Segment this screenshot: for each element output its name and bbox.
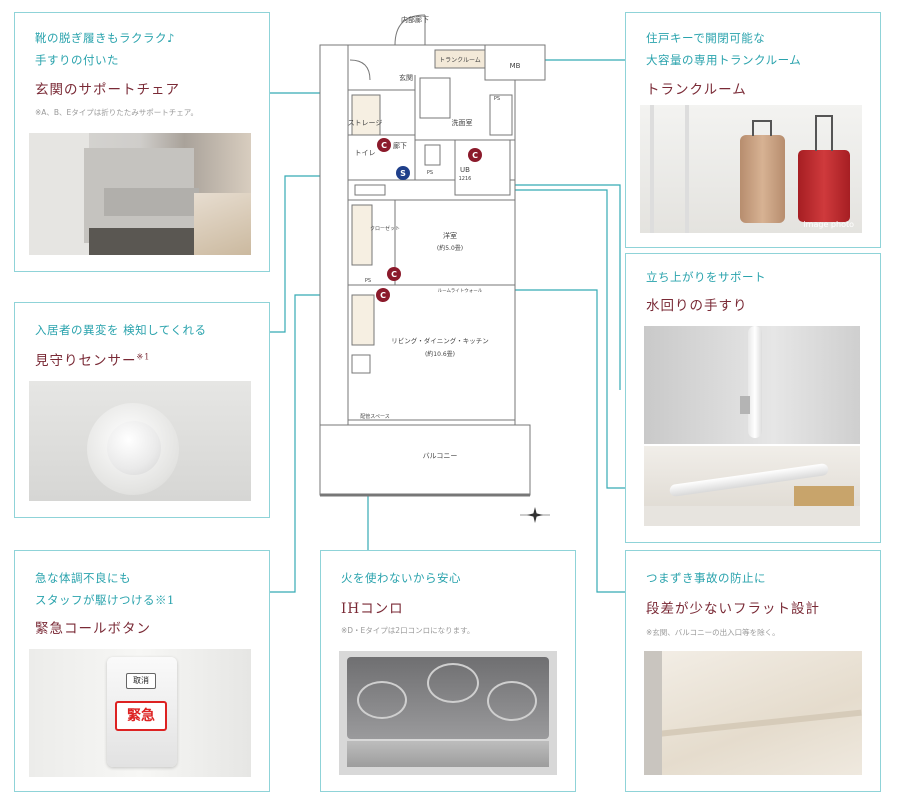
floor-plan: 内部廊下 トランクルーム MB 玄関 ストレージ 洗面室 トイレ 廊下 UB 1… bbox=[319, 14, 550, 523]
fp-western-size: (約5.0畳) bbox=[437, 244, 463, 252]
marker-c-1 bbox=[377, 138, 391, 152]
sensor-title-wrap: 見守りセンサー※1 bbox=[35, 349, 151, 370]
flat-sub1: つまずき事故の防止に bbox=[646, 571, 766, 585]
fp-outdoor-space: 配管スペース bbox=[360, 413, 389, 420]
emergency-photo: 取消 緊急 bbox=[29, 649, 251, 777]
genkan-title: 玄関のサポートチェア bbox=[35, 82, 180, 98]
emergency-sub2: スタッフが駆けつける※1 bbox=[35, 593, 175, 607]
sensor-sub1: 入居者の異変を 検知してくれる bbox=[35, 323, 207, 337]
sensor-title-sup: ※1 bbox=[136, 352, 151, 362]
marker-c-2-label: C bbox=[472, 151, 478, 160]
genkan-sub2: 手すりの付いた bbox=[35, 53, 119, 67]
compass-icon: N bbox=[520, 507, 550, 523]
trunk-title: トランクルーム bbox=[646, 82, 747, 98]
fp-inner-corridor: 内部廊下 bbox=[401, 15, 429, 24]
emergency-title: 緊急コールボタン bbox=[35, 621, 151, 637]
connector-handrail-2 bbox=[503, 189, 625, 489]
trunk-photo: image photo bbox=[640, 105, 862, 233]
handrail-photo-1 bbox=[644, 326, 860, 444]
fp-ub-size: 1216 bbox=[459, 176, 472, 182]
emergency-sub1: 急な体調不良にも bbox=[35, 571, 131, 585]
connector-flat bbox=[483, 289, 625, 593]
emergency-cancel-label: 取消 bbox=[126, 673, 156, 689]
trunk-sub1: 住戸キーで開閉可能な bbox=[646, 31, 766, 45]
fp-toilet: トイレ bbox=[355, 149, 376, 157]
fp-ps-1: PS bbox=[494, 96, 500, 102]
marker-c-1-label: C bbox=[381, 141, 387, 150]
genkan-photo bbox=[29, 133, 251, 255]
trunk-sub2: 大容量の専用トランクルーム bbox=[646, 53, 802, 67]
card-flat: つまずき事故の防止に 段差が少ないフラット設計 ※玄関、バルコニーの出入口等を除… bbox=[625, 550, 881, 792]
handrail-photo-2 bbox=[644, 446, 860, 526]
genkan-note: ※A、B、Eタイプは折りたたみサポートチェア。 bbox=[35, 108, 199, 117]
fp-wash: 洗面室 bbox=[452, 118, 473, 127]
card-emergency: 急な体調不良にも スタッフが駆けつける※1 緊急コールボタン 取消 緊急 bbox=[14, 550, 270, 792]
card-genkan-chair: 靴の脱ぎ履きもラクラク♪ 手すりの付いた 玄関のサポートチェア ※A、B、Eタイ… bbox=[14, 12, 270, 272]
card-ih: 火を使わないから安心 IHコンロ ※D・Eタイプは2口コンロになります。 bbox=[320, 550, 576, 792]
genkan-sub1: 靴の脱ぎ履きもラクラク♪ bbox=[35, 31, 175, 45]
emergency-button-label: 緊急 bbox=[115, 701, 167, 731]
marker-c-4 bbox=[376, 288, 390, 302]
fp-ub: UB bbox=[460, 166, 470, 174]
ih-photo bbox=[339, 651, 557, 775]
sensor-title: 見守りセンサー bbox=[35, 353, 137, 369]
flat-note: ※玄関、バルコニーの出入口等を除く。 bbox=[646, 628, 780, 637]
ih-note: ※D・Eタイプは2口コンロになります。 bbox=[341, 626, 475, 635]
fp-entrance: 玄関 bbox=[399, 73, 413, 82]
marker-c-3-label: C bbox=[391, 270, 397, 279]
fp-mb: MB bbox=[510, 62, 521, 70]
fp-living-size: (約10.6畳) bbox=[425, 350, 455, 358]
fp-living: リビング・ダイニング・キッチン bbox=[391, 336, 489, 345]
marker-s bbox=[396, 166, 410, 180]
ih-title: IHコンロ bbox=[341, 601, 404, 617]
fp-stop-wall: ルームライトウォール bbox=[438, 287, 483, 294]
fp-balcony: バルコニー bbox=[423, 452, 458, 460]
marker-c-3 bbox=[387, 267, 401, 281]
fp-trunk-room: トランクルーム bbox=[439, 57, 481, 64]
handrail-sub1: 立ち上がりをサポート bbox=[646, 270, 766, 284]
flat-title: 段差が少ないフラット設計 bbox=[646, 601, 820, 617]
card-sensor: 入居者の異変を 検知してくれる 見守りセンサー※1 bbox=[14, 302, 270, 518]
card-trunk-room: 住戸キーで開閉可能な 大容量の専用トランクルーム トランクルーム image p… bbox=[625, 12, 881, 248]
marker-s-label: S bbox=[400, 169, 406, 178]
fp-ps-3: PS bbox=[365, 278, 371, 284]
fp-ps-2: PS bbox=[427, 170, 433, 176]
fp-western: 洋室 bbox=[443, 231, 457, 240]
card-handrail: 立ち上がりをサポート 水回りの手すり bbox=[625, 253, 881, 543]
fp-storage: ストレージ bbox=[348, 119, 383, 127]
handrail-title: 水回りの手すり bbox=[646, 298, 748, 314]
marker-c-2 bbox=[468, 148, 482, 162]
sensor-photo bbox=[29, 381, 251, 501]
fp-hall: 廊下 bbox=[393, 141, 407, 150]
flat-photo bbox=[644, 651, 862, 775]
trunk-photo-caption: image photo bbox=[803, 220, 854, 229]
fp-closet: クローゼット bbox=[370, 225, 400, 232]
ih-sub1: 火を使わないから安心 bbox=[341, 571, 461, 585]
marker-c-4-label: C bbox=[380, 291, 386, 300]
